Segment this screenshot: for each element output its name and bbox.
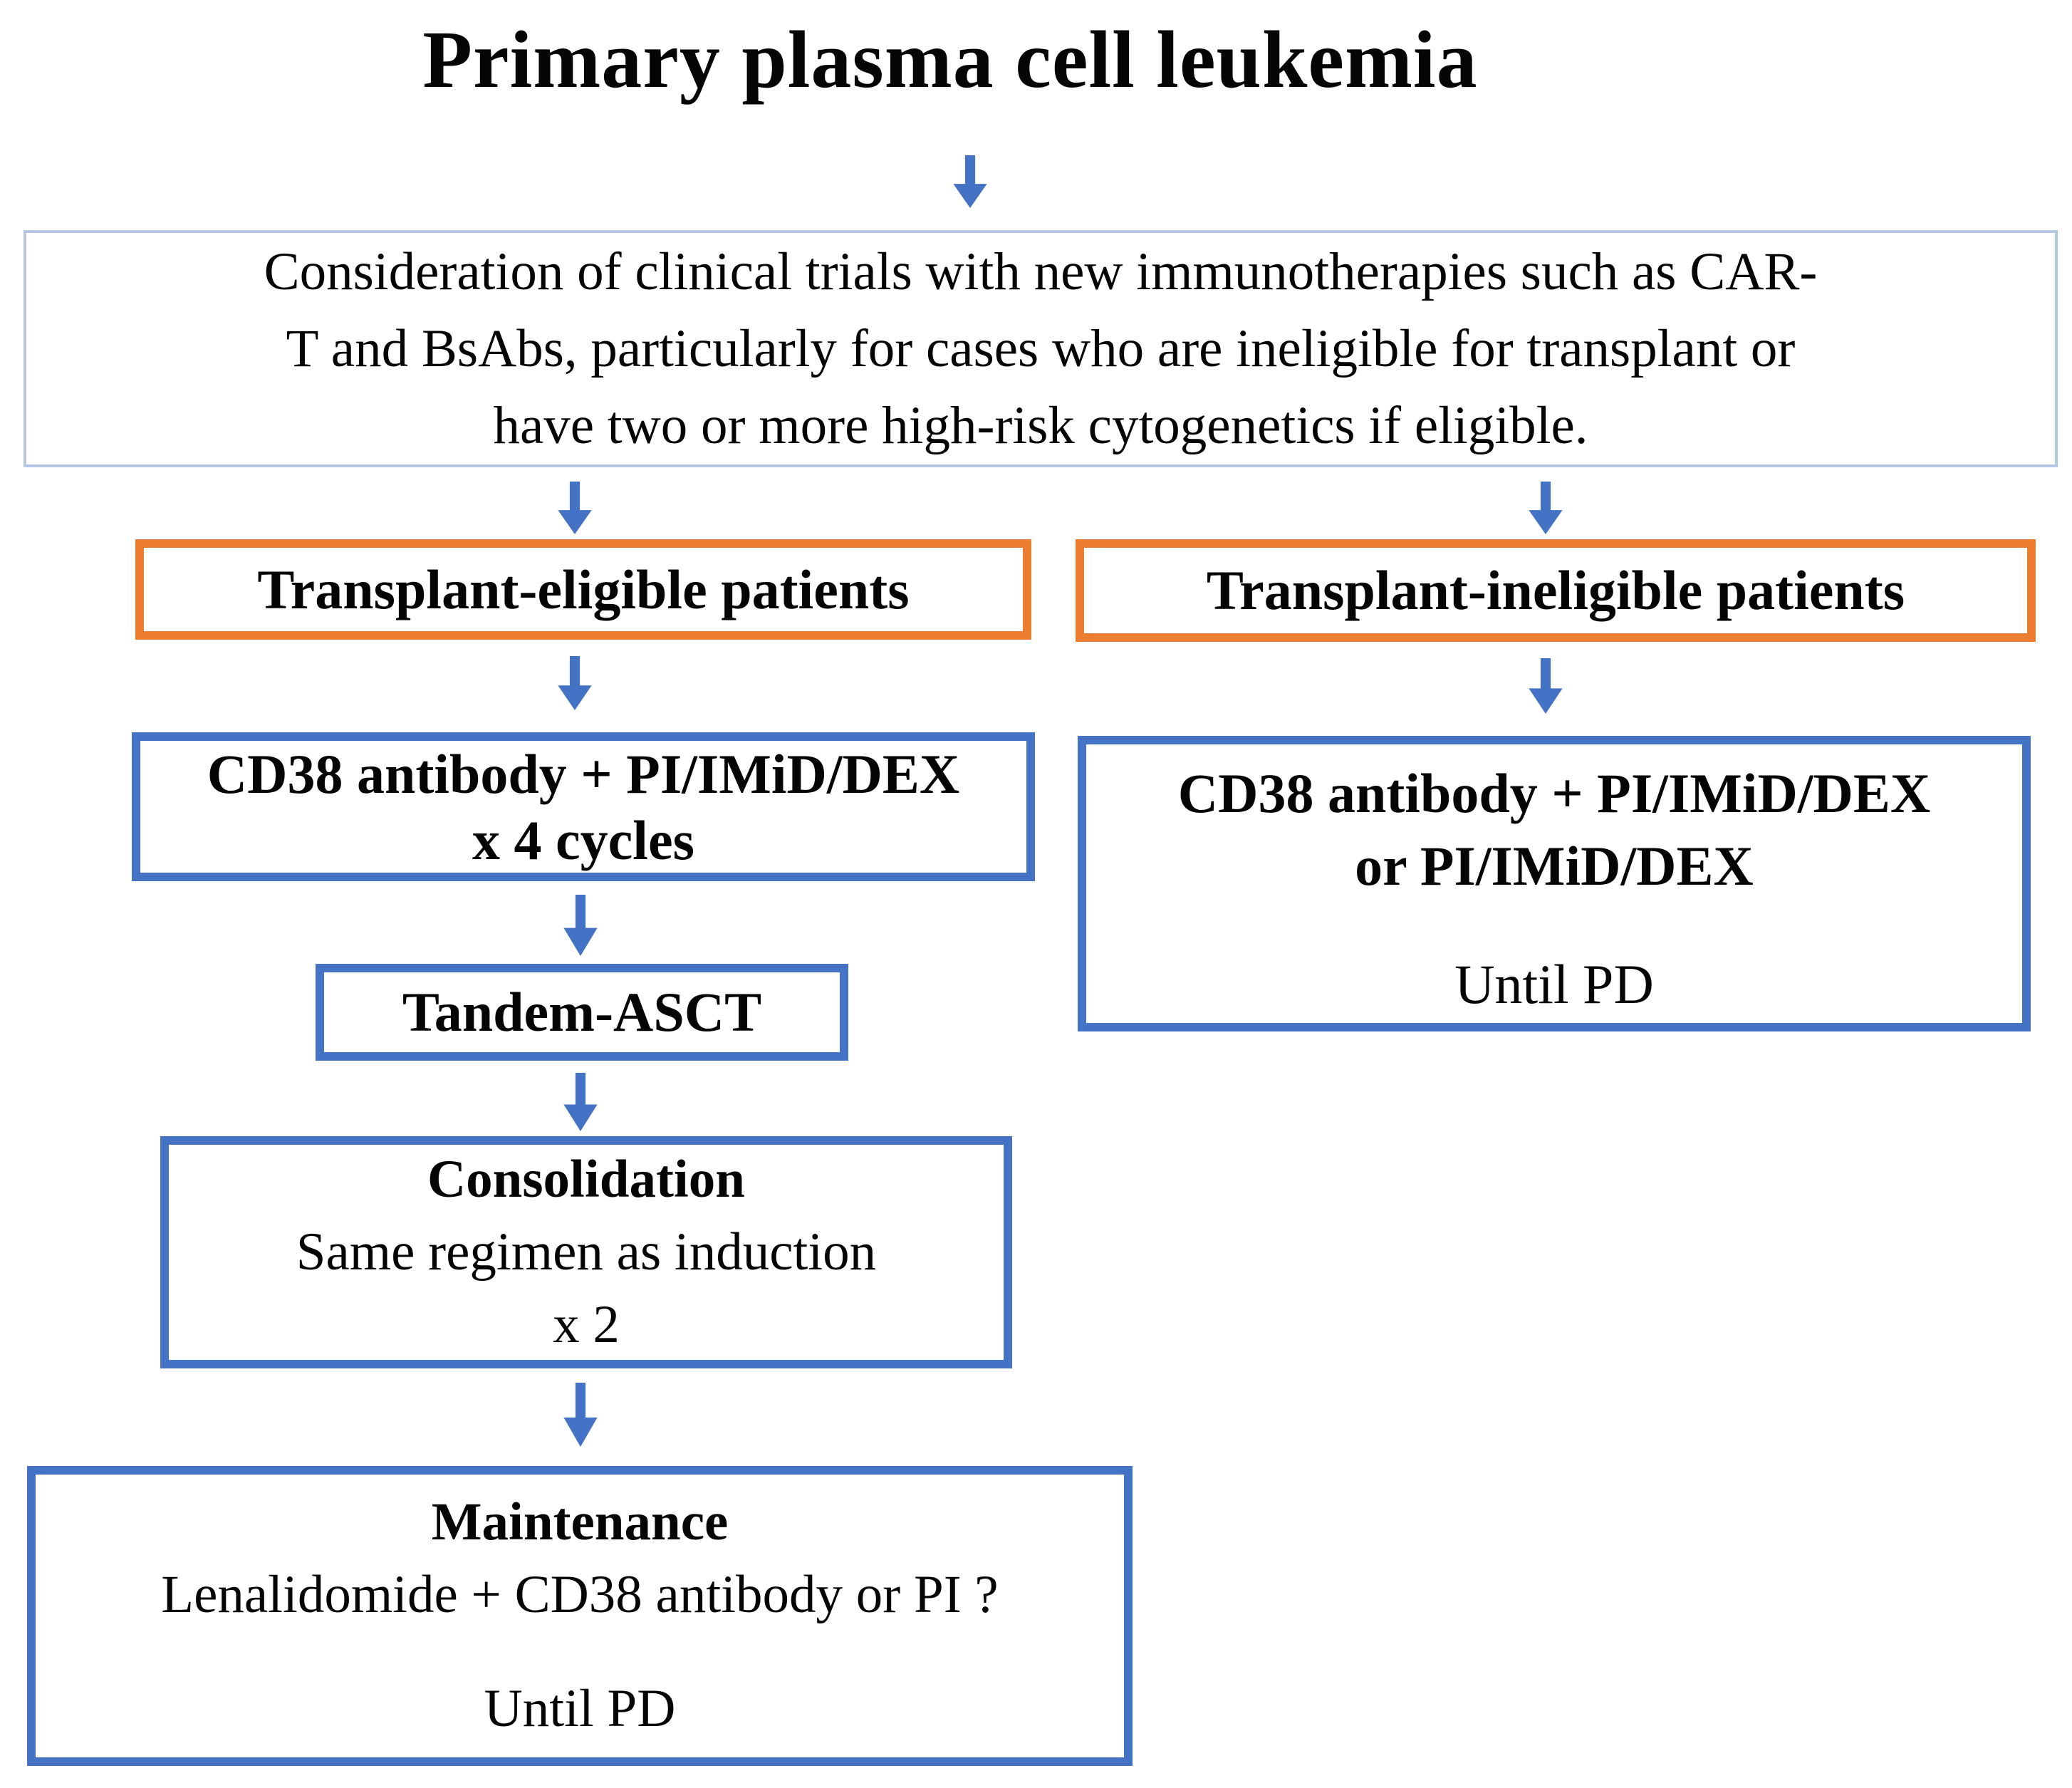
consideration-line: have two or more high-risk cytogenetics … <box>493 395 1588 455</box>
tandem-asct-box: Tandem-ASCT <box>316 964 848 1061</box>
ineligible-treatment-line-2: or PI/IMiD/DEX <box>1355 835 1754 897</box>
transplant-ineligible-header-box: Transplant-ineligible patients <box>1076 539 2036 642</box>
maintenance-duration: Until PD <box>484 1679 676 1738</box>
down-arrow-icon <box>563 895 598 956</box>
down-arrow-icon <box>558 482 592 534</box>
down-arrow-icon <box>1529 658 1563 714</box>
transplant-ineligible-header-label: Transplant-ineligible patients <box>1206 559 1905 621</box>
down-arrow-icon <box>563 1073 598 1131</box>
consideration-line: Consideration of clinical trials with ne… <box>264 241 1818 301</box>
spacer <box>1086 903 2022 948</box>
consideration-line: T and BsAbs, particularly for cases who … <box>286 318 1796 378</box>
spacer <box>36 1631 1124 1673</box>
down-arrow-icon <box>558 656 592 710</box>
tandem-asct-label: Tandem-ASCT <box>402 981 762 1043</box>
ineligible-treatment-line-1: CD38 antibody + PI/IMiD/DEX <box>1177 762 1931 824</box>
page-title: Primary plasma cell leukemia <box>422 14 1478 105</box>
consolidation-title: Consolidation <box>427 1150 745 1209</box>
consolidation-cycles: x 2 <box>553 1295 620 1354</box>
down-arrow-icon <box>953 155 987 208</box>
induction-line-1: CD38 antibody + PI/IMiD/DEX <box>207 742 960 805</box>
down-arrow-icon <box>563 1383 598 1447</box>
consideration-box: Consideration of clinical trials with ne… <box>24 230 2058 467</box>
transplant-eligible-header-box: Transplant-eligible patients <box>135 539 1031 640</box>
ineligible-treatment-duration: Until PD <box>1454 953 1654 1015</box>
induction-box: CD38 antibody + PI/IMiD/DEX x 4 cycles <box>132 732 1035 881</box>
transplant-eligible-header-label: Transplant-eligible patients <box>257 558 910 620</box>
consolidation-box: Consolidation Same regimen as induction … <box>160 1136 1012 1368</box>
ineligible-treatment-box: CD38 antibody + PI/IMiD/DEX or PI/IMiD/D… <box>1078 736 2031 1031</box>
down-arrow-icon <box>1529 482 1563 534</box>
maintenance-box: Maintenance Lenalidomide + CD38 antibody… <box>27 1466 1133 1766</box>
induction-line-2: x 4 cycles <box>472 809 694 871</box>
consolidation-detail: Same regimen as induction <box>296 1222 877 1282</box>
maintenance-detail: Lenalidomide + CD38 antibody or PI ? <box>161 1565 999 1624</box>
maintenance-title: Maintenance <box>431 1492 729 1551</box>
